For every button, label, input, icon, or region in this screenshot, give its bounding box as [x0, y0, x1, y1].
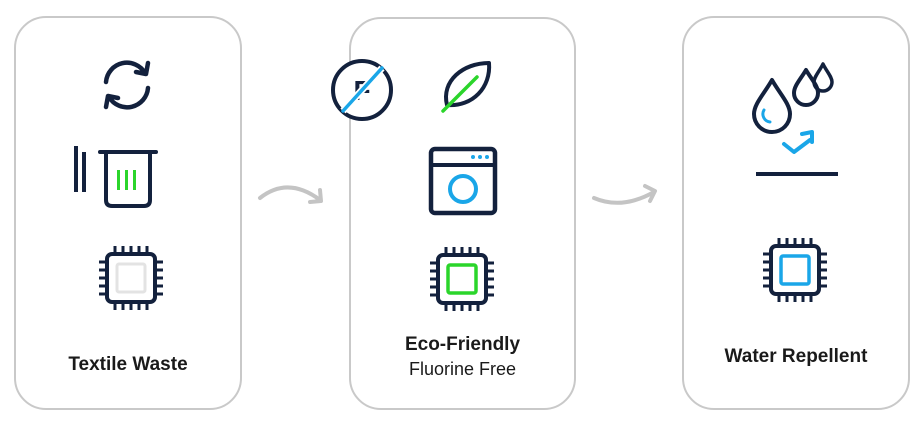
repel-arrow-icon	[756, 130, 838, 176]
washing-machine-icon	[428, 146, 498, 216]
trash-bin-icon	[74, 146, 158, 208]
card-title: Eco-Friendly	[404, 334, 521, 355]
leaf-icon	[441, 61, 492, 113]
fabric-chip-green-icon	[430, 247, 494, 311]
water-repellent-card: Water Repellent	[682, 16, 910, 410]
curved-arrow-icon	[592, 184, 657, 205]
card-title: Water Repellent	[724, 346, 868, 367]
fabric-chip-gray-icon	[99, 246, 163, 310]
card-subtitle: Fluorine Free	[408, 359, 517, 379]
eco-friendly-card: F Eco-Friendly Fluorine Free	[331, 17, 576, 410]
textile-waste-card: Textile Waste	[14, 16, 242, 410]
fluorine-free-icon: F	[331, 59, 393, 121]
fabric-chip-blue-icon	[763, 238, 827, 302]
card-title: Textile Waste	[68, 354, 188, 375]
recycle-arrows-icon	[103, 60, 151, 110]
curved-arrow-icon	[258, 185, 323, 204]
water-drops-icon	[752, 62, 834, 134]
